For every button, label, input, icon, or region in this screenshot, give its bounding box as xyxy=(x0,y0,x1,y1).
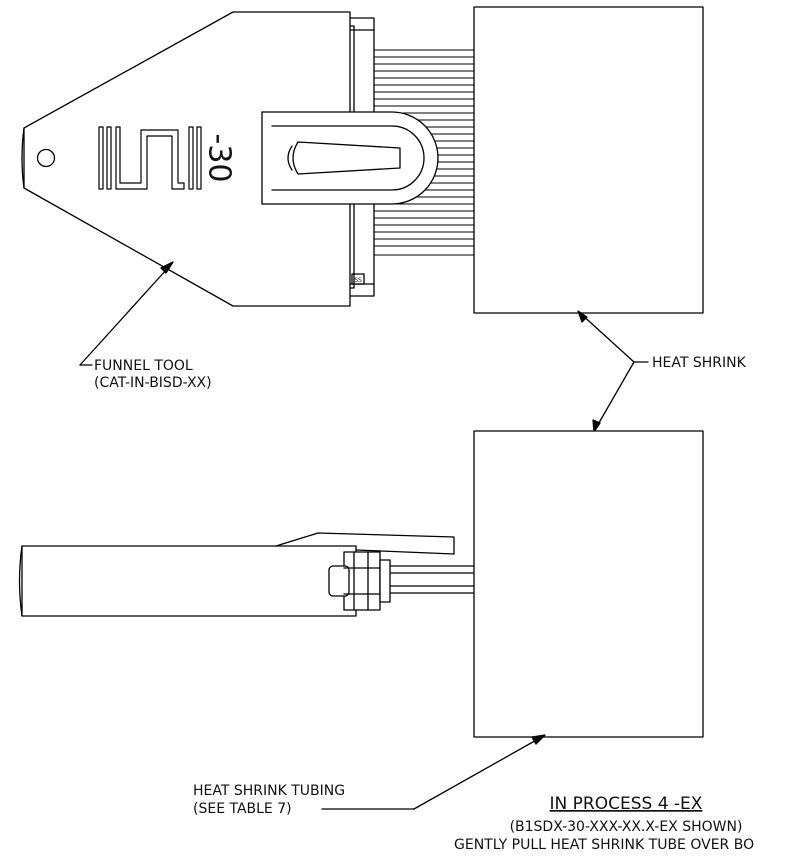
heat-shrink-side xyxy=(473,430,704,738)
connector-small-mark: SS xyxy=(354,277,362,284)
process-instruction: GENTLY PULL HEAT SHRINK TUBE OVER BO xyxy=(454,837,754,853)
top-view: SS -30 xyxy=(21,6,704,314)
pull-loop xyxy=(261,111,439,205)
funnel-tool-label-2: (CAT-IN-BISD-XX) xyxy=(94,375,212,391)
funnel-tool-hole xyxy=(36,148,56,168)
funnel-tool-side xyxy=(21,545,357,617)
isi-logo xyxy=(98,126,202,190)
tool-size-marking: -30 xyxy=(202,134,237,183)
heat-shrink-tubing-label-1: HEAT SHRINK TUBING xyxy=(193,783,345,799)
heat-shrink-top xyxy=(473,6,704,314)
leader-funnel-tool xyxy=(79,261,174,366)
funnel-tool-label-1: FUNNEL TOOL xyxy=(94,358,193,374)
wedge xyxy=(292,141,401,175)
cable-side xyxy=(389,565,475,594)
process-shown: (B1SDX-30-XXX-XX.X-EX SHOWN) xyxy=(510,819,743,835)
heat-shrink-tubing-label-2: (SEE TABLE 7) xyxy=(193,801,292,817)
leader-heat-shrink-tubing xyxy=(321,734,546,810)
connector-side xyxy=(328,551,391,611)
side-view xyxy=(18,430,704,738)
funnel-tool-nose xyxy=(21,127,25,189)
funnel-tool-lip xyxy=(275,532,455,555)
heat-shrink-label: HEAT SHRINK xyxy=(652,355,747,371)
leader-heat-shrink xyxy=(577,310,649,433)
process-title: IN PROCESS 4 -EX xyxy=(550,794,703,814)
